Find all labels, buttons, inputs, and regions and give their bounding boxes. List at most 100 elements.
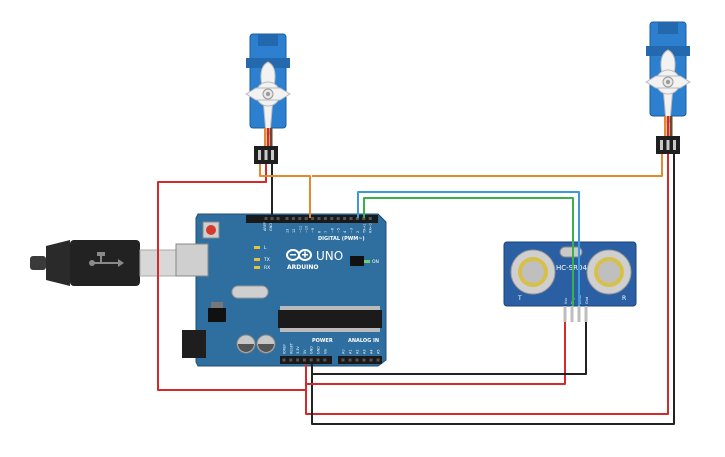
digital-pin-hole[interactable] xyxy=(304,217,308,220)
led-tx xyxy=(254,258,260,261)
reset-button-cap xyxy=(206,225,216,235)
power-pin-hole[interactable] xyxy=(289,358,293,362)
power-pin-hole[interactable] xyxy=(296,358,300,362)
power-pin-label: IOREF xyxy=(283,344,287,354)
digital-pin-label: 8 xyxy=(318,231,322,233)
servo-1-cable xyxy=(264,128,273,146)
wire-servo2-ground[interactable] xyxy=(311,154,675,425)
digital-pin-hole[interactable] xyxy=(368,217,372,220)
label-on: ON xyxy=(372,259,379,265)
transmitter-transducer xyxy=(510,249,556,295)
led-rx xyxy=(254,266,260,269)
analog-pin-label: A0 xyxy=(342,350,346,354)
usb-cable-end xyxy=(30,256,46,270)
capacitors xyxy=(236,334,276,354)
led-on xyxy=(364,260,370,263)
digital-pin-label: ~9 xyxy=(311,228,315,233)
digital-pin-label: TX→1 xyxy=(362,224,366,234)
digital-pin-label: 2 xyxy=(356,231,360,233)
digital-pin-hole[interactable] xyxy=(336,217,340,220)
gnd-label: GND xyxy=(269,223,273,231)
sensor-pin-label: Gnd xyxy=(585,297,589,304)
wire-servo1-signal[interactable] xyxy=(259,164,311,218)
wire-sensor-trig[interactable] xyxy=(357,191,580,306)
digital-pin-label: ~10 xyxy=(305,226,309,233)
aref-label: AREF xyxy=(263,222,267,231)
digital-pin-hole[interactable] xyxy=(362,217,366,220)
analog-pin-hole[interactable] xyxy=(369,358,373,362)
analog-pin-hole[interactable] xyxy=(362,358,366,362)
analog-pin-hole[interactable] xyxy=(348,358,352,362)
servo-2-top-tab xyxy=(658,22,678,34)
power-pin-label: 5V xyxy=(303,349,307,354)
wire-servo1-power[interactable] xyxy=(157,164,307,391)
digital-pin-hole[interactable] xyxy=(349,217,353,220)
servo-motor-2[interactable] xyxy=(645,21,691,154)
wire-sensor-vcc[interactable] xyxy=(305,322,566,385)
usb-strain-relief xyxy=(46,240,70,286)
servo-motor-1[interactable] xyxy=(245,33,291,164)
wire-sensor-echo[interactable] xyxy=(363,197,574,306)
digital-pin-label: 13 xyxy=(286,229,290,233)
digital-pin-hole[interactable] xyxy=(285,217,289,220)
atmega-chip-legs xyxy=(280,306,380,332)
analog-header xyxy=(338,356,382,364)
sensor-crystal xyxy=(559,246,583,258)
power-pin-hole[interactable] xyxy=(323,358,327,362)
digital-pin-hole[interactable] xyxy=(276,217,280,220)
receiver-transducer xyxy=(586,249,632,295)
digital-pin-label: ~3 xyxy=(350,228,354,233)
power-pin-hole[interactable] xyxy=(282,358,286,362)
digital-pin-label: ~5 xyxy=(337,228,341,233)
power-label: POWER xyxy=(312,338,333,344)
digital-pin-label: RX←0 xyxy=(369,223,373,233)
power-pin-hole[interactable] xyxy=(316,358,320,362)
digital-pin-hole[interactable] xyxy=(317,217,321,220)
usb-cable[interactable] xyxy=(30,240,179,286)
sensor-pin-label: Vcc xyxy=(564,298,568,304)
led-l xyxy=(254,246,260,249)
regulator-tab xyxy=(211,302,223,308)
analog-pin-label: A4 xyxy=(370,350,374,354)
digital-pin-hole[interactable] xyxy=(264,217,268,220)
digital-label: DIGITAL (PWM~) xyxy=(318,236,365,242)
analog-pin-hole[interactable] xyxy=(376,358,380,362)
analog-label: ANALOG IN xyxy=(348,338,379,344)
status-leds xyxy=(254,246,370,269)
analog-pin-hole[interactable] xyxy=(355,358,359,362)
analog-pin-hole[interactable] xyxy=(341,358,345,362)
digital-pin-hole[interactable] xyxy=(298,217,302,220)
digital-pin-hole[interactable] xyxy=(343,217,347,220)
digital-pin-hole[interactable] xyxy=(323,217,327,220)
digital-pin-hole[interactable] xyxy=(270,217,274,220)
atmega-chip xyxy=(278,310,382,328)
sensor-model: HC-SR04 xyxy=(556,264,587,272)
wire-servo2-power[interactable] xyxy=(305,154,669,415)
servo-2-horn xyxy=(645,49,691,123)
servo-1-connector-pins xyxy=(258,150,274,160)
analog-pin-label: A2 xyxy=(356,350,360,354)
voltage-regulator xyxy=(208,308,226,322)
digital-pin-hole[interactable] xyxy=(291,217,295,220)
power-pin-hole[interactable] xyxy=(309,358,313,362)
power-pin-hole[interactable] xyxy=(302,358,306,362)
digital-pin-label: 4 xyxy=(343,231,347,233)
analog-pin-label: A5 xyxy=(377,350,381,354)
wire-servo2-signal[interactable] xyxy=(312,154,663,177)
sensor-r-mark: R xyxy=(622,295,626,302)
wire-sensor-gnd[interactable] xyxy=(311,322,587,375)
power-pin-label: 3.3V xyxy=(296,346,300,354)
power-pin-label: GND xyxy=(317,346,321,354)
sensor-pins xyxy=(563,306,588,322)
power-pin-label: GND xyxy=(310,346,314,354)
analog-pin-label: A3 xyxy=(363,350,367,354)
digital-pin-hole[interactable] xyxy=(355,217,359,220)
servo-1-top-tab xyxy=(258,34,278,46)
wires xyxy=(157,154,675,425)
digital-pin-hole[interactable] xyxy=(311,217,315,220)
digital-pin-hole[interactable] xyxy=(330,217,334,220)
